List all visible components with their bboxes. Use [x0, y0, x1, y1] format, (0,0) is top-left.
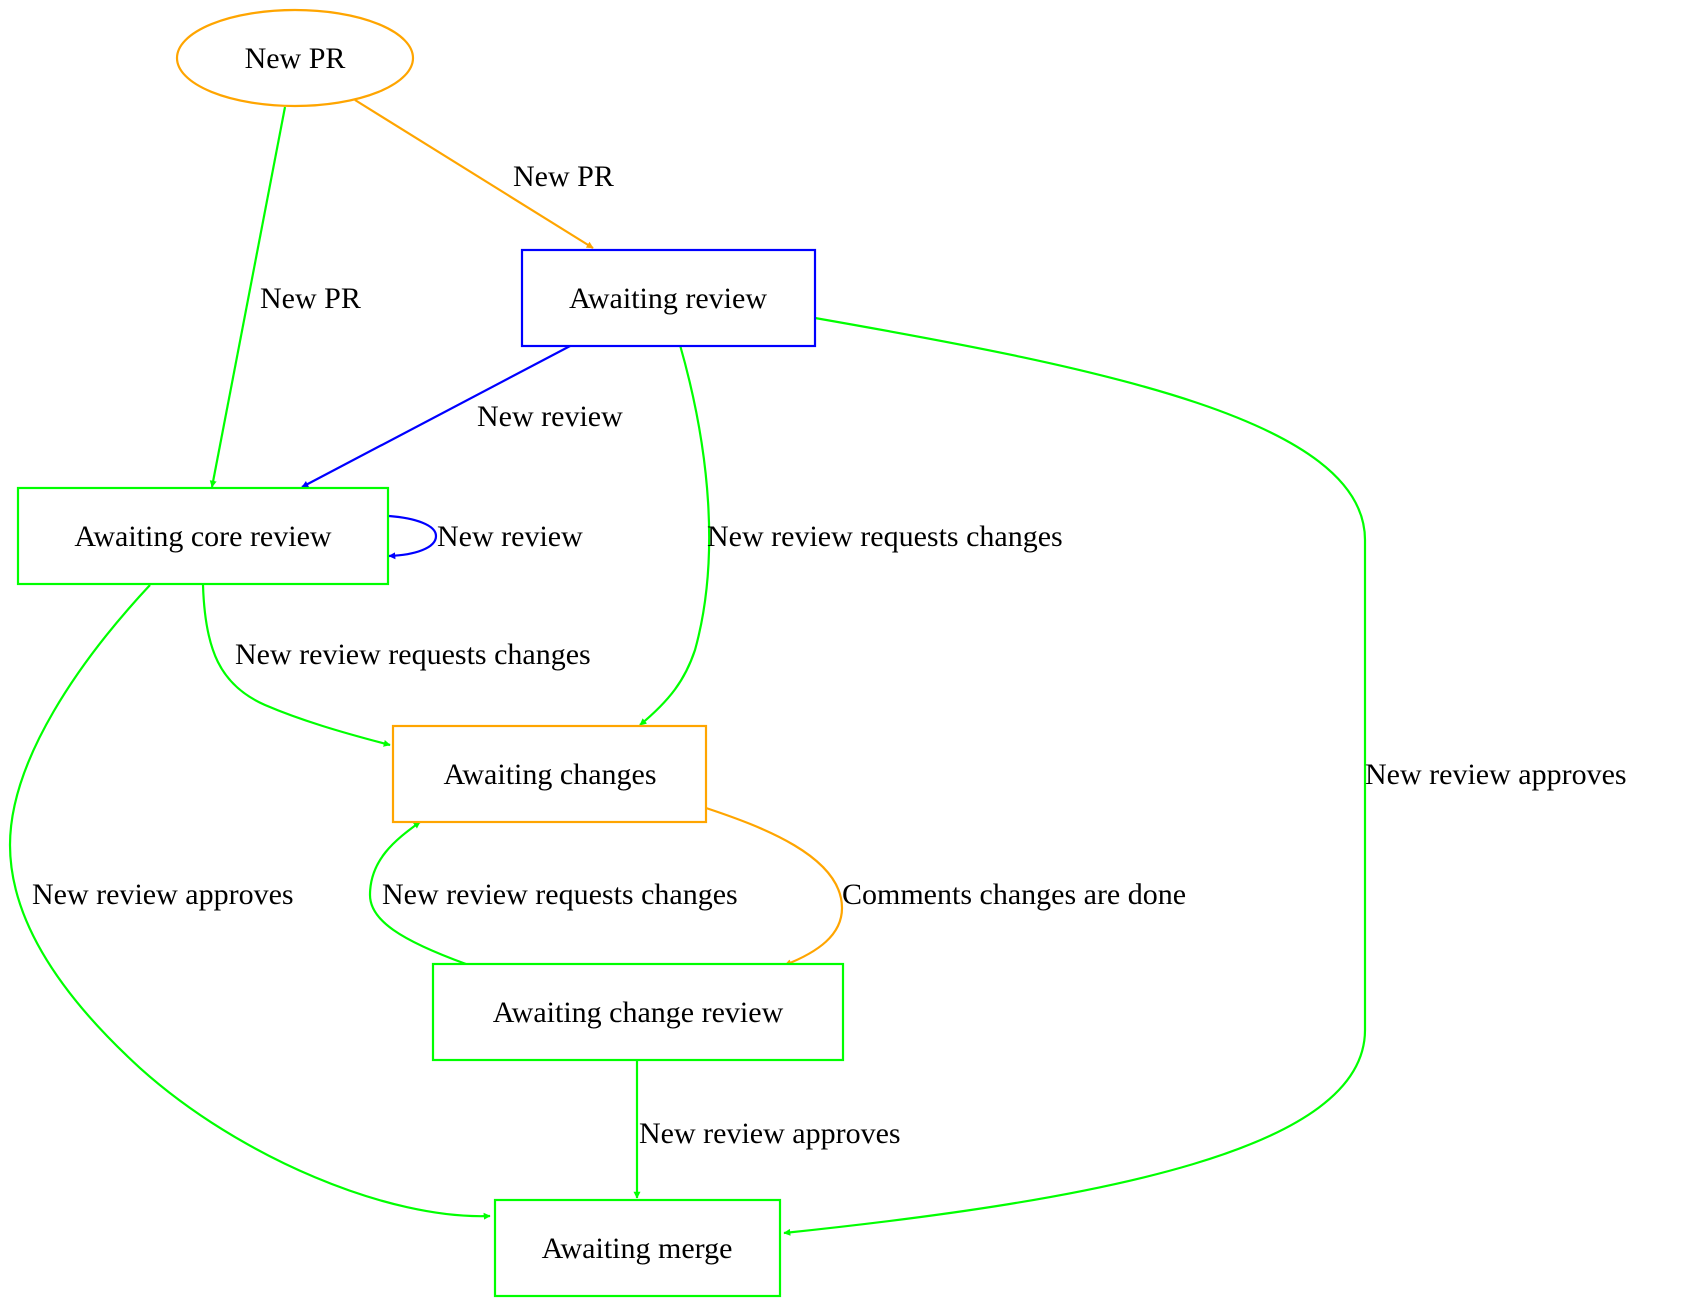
edge-core-review-to-merge: New review approves [8, 584, 491, 1220]
edge-line [639, 344, 711, 726]
edge-label: New review [477, 400, 623, 433]
edge-label: New review requests changes [382, 878, 738, 911]
edge-label: New review approves [1365, 758, 1627, 791]
edge-line [354, 99, 594, 249]
edge-awaiting-review-to-merge: New review approves [783, 316, 1627, 1236]
node-shape [391, 724, 708, 824]
edge-label: New review approves [32, 878, 294, 911]
edge-line [388, 514, 438, 560]
edge-label: New PR [260, 282, 361, 315]
edge-label: New review [437, 520, 583, 553]
node-shape [493, 1198, 782, 1298]
edge-label: New review approves [639, 1117, 901, 1150]
node-new-pr: New PR [175, 8, 415, 108]
edge-label: Comments changes are done [842, 878, 1186, 911]
node-shape [431, 962, 845, 1062]
edge-line [209, 106, 287, 488]
node-awaiting-change-review: Awaiting change review [431, 962, 845, 1062]
node-label: Awaiting change review [493, 996, 784, 1029]
node-label: Awaiting core review [74, 520, 331, 553]
node-shape [175, 8, 415, 108]
edge-changes-to-change-review: Comments changes are done [705, 806, 1186, 967]
edge-line [301, 344, 573, 488]
node-awaiting-review: Awaiting review [520, 248, 817, 348]
node-label: New PR [245, 42, 346, 75]
edge-newpr-to-awaiting-core-review: New PR [209, 106, 361, 488]
node-label: Awaiting merge [542, 1232, 733, 1265]
node-awaiting-core-review: Awaiting core review [16, 486, 390, 586]
edge-awaiting-review-to-changes: New review requests changes [639, 344, 1063, 726]
edge-core-review-to-changes: New review requests changes [201, 584, 591, 747]
node-label: Awaiting changes [443, 758, 656, 791]
edge-change-review-to-changes: New review requests changes [368, 821, 738, 966]
edge-label: New review requests changes [235, 638, 591, 671]
edge-line [783, 316, 1367, 1236]
edge-label: New PR [513, 160, 614, 193]
edge-change-review-to-merge: New review approves [633, 1061, 901, 1199]
edge-line [8, 584, 491, 1220]
edge-line [368, 821, 467, 966]
edge-core-review-self-loop: New review [388, 514, 583, 560]
edge-awaiting-review-to-core-review: New review [301, 344, 623, 488]
node-awaiting-merge: Awaiting merge [493, 1198, 782, 1298]
node-awaiting-changes: Awaiting changes [391, 724, 708, 824]
node-shape [16, 486, 390, 586]
node-label: Awaiting review [569, 282, 767, 315]
edge-newpr-to-awaiting-review: New PR [354, 99, 614, 249]
node-shape [520, 248, 817, 348]
edge-label: New review requests changes [707, 520, 1063, 553]
edge-line [705, 806, 844, 967]
edge-line [201, 584, 391, 747]
